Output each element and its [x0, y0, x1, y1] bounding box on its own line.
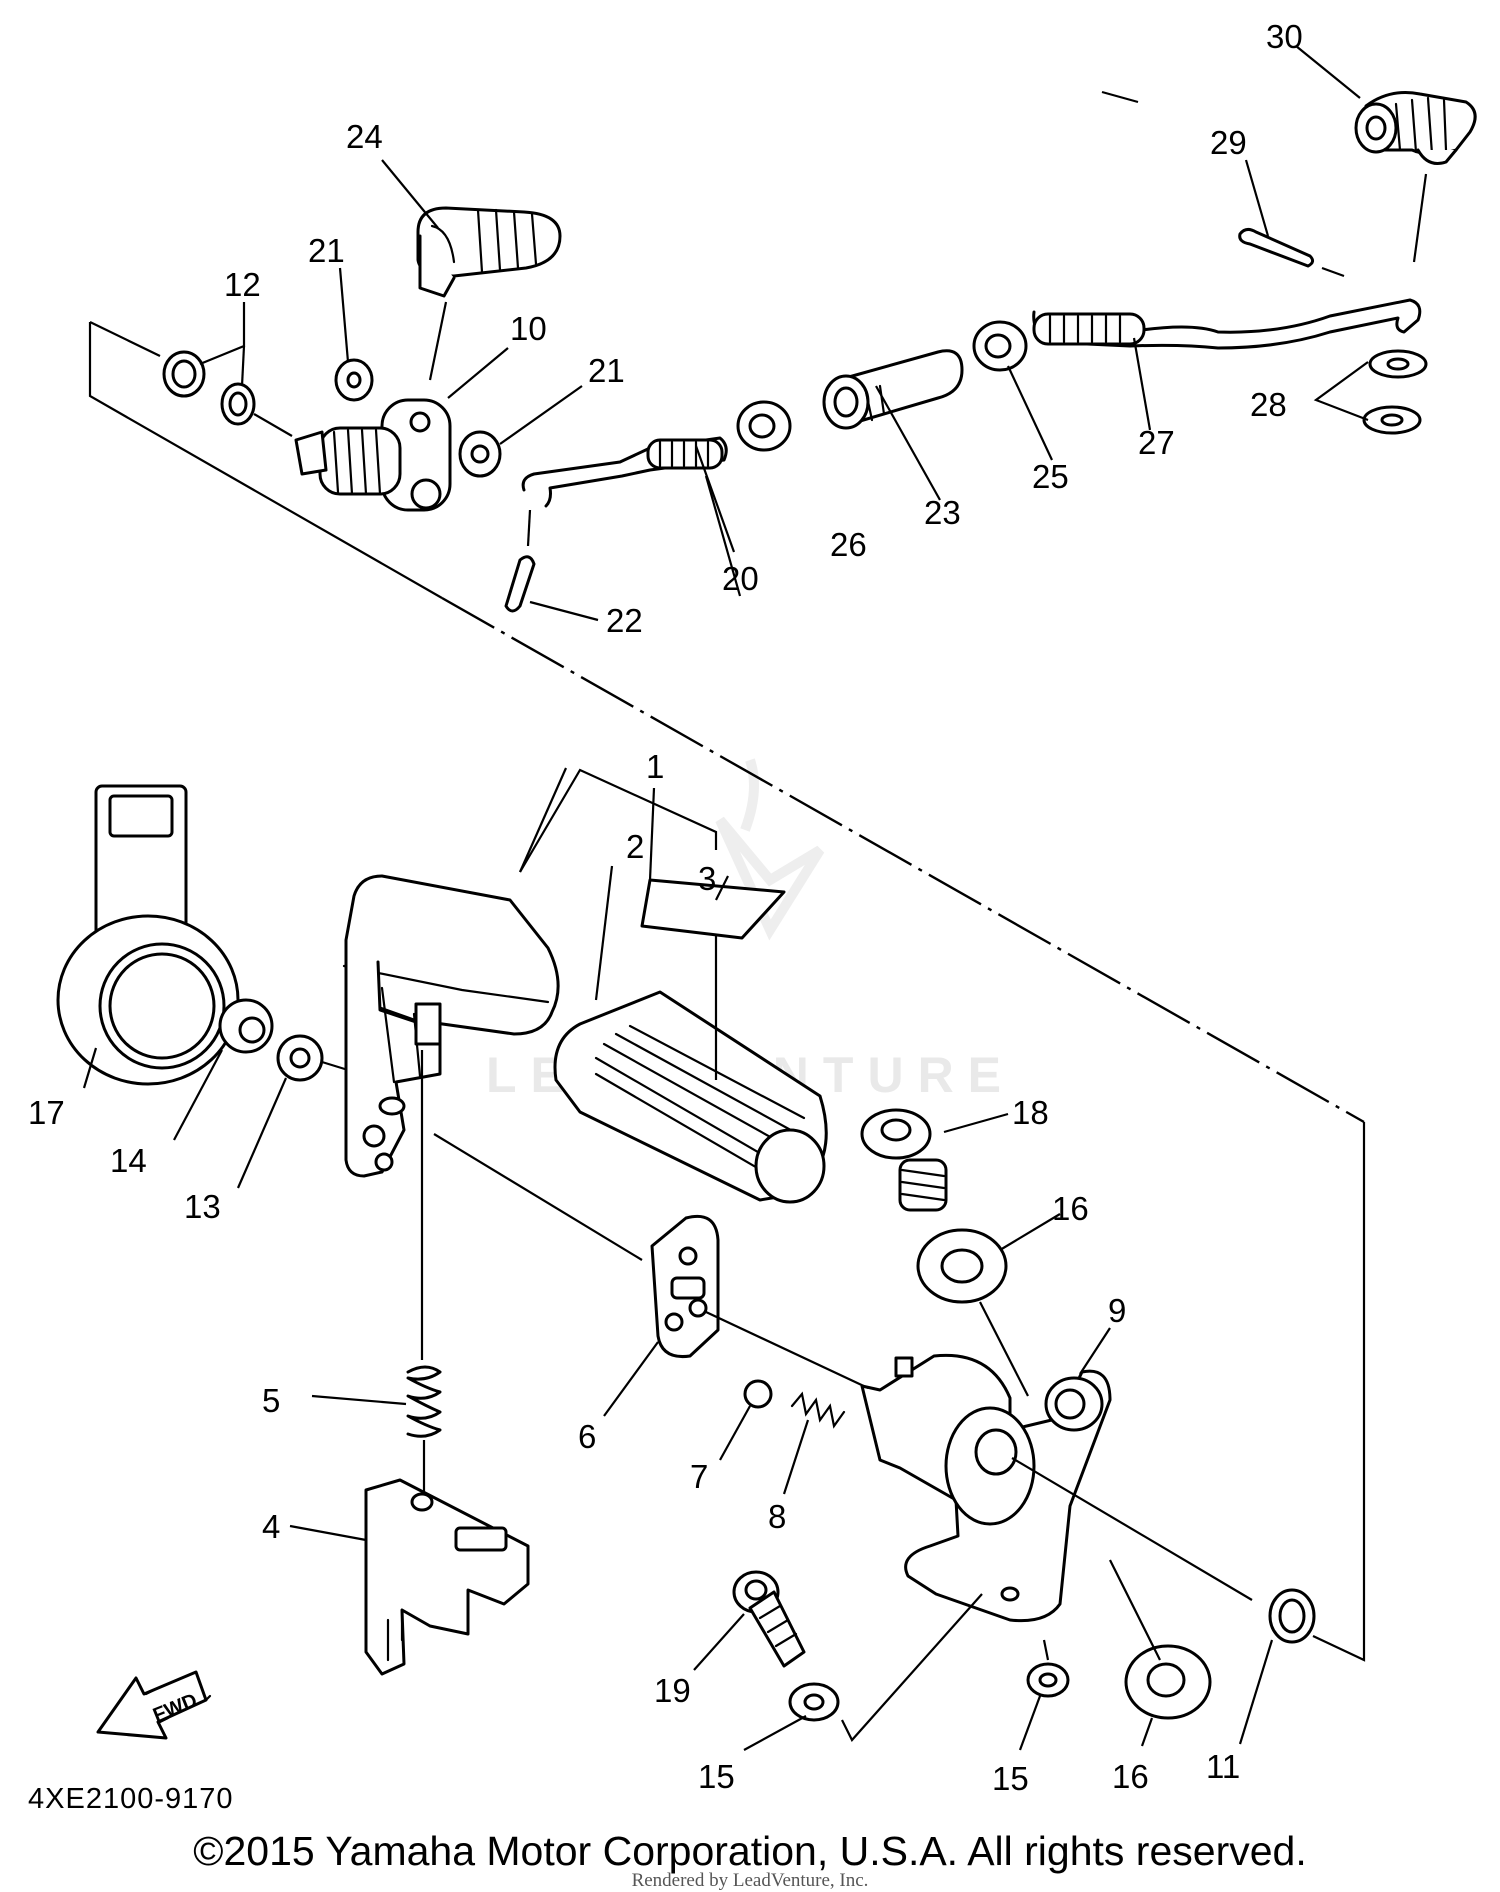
diagram-code: 4XE2100-9170	[28, 1783, 234, 1815]
render-credit: Rendered by LeadVenture, Inc.	[631, 1870, 869, 1891]
part-28-washer	[1362, 405, 1422, 435]
part-24-sleeve	[822, 349, 964, 430]
callout-25: 25	[1032, 458, 1069, 495]
part-7-ball	[743, 1379, 773, 1409]
part-5-spring	[406, 1365, 442, 1438]
callout-24: 23	[924, 494, 961, 531]
part-25-nut	[972, 320, 1028, 372]
callout-16: 16	[1052, 1190, 1089, 1227]
callout-26: 26	[830, 526, 867, 563]
part-1-grip	[342, 874, 560, 1178]
callout-7: 7	[690, 1458, 708, 1495]
part-22-cotter-pin	[504, 555, 536, 613]
callout-27: 27	[1138, 424, 1175, 461]
part-23-boot	[416, 206, 562, 298]
part-21-washer	[458, 430, 502, 478]
callout-8: 8	[768, 1498, 786, 1535]
callout-12: 12	[224, 266, 261, 303]
part-30-boot	[1354, 91, 1477, 165]
part-19-bolt	[732, 1570, 806, 1668]
callout-30: 30	[1266, 18, 1303, 55]
part-15-washer	[1026, 1662, 1070, 1698]
part-27-rod	[1032, 298, 1422, 350]
part-4-slider	[364, 1478, 530, 1676]
part-12-circlip	[220, 382, 256, 426]
callout-4: 4	[262, 1508, 280, 1545]
callout-23: 24	[346, 118, 383, 155]
callout-9: 9	[1108, 1292, 1126, 1329]
callout-29: 29	[1210, 124, 1247, 161]
part-26-nut	[736, 400, 792, 452]
callout-1: 1	[646, 748, 664, 785]
callout-6: 6	[578, 1418, 596, 1455]
part-13-washer	[276, 1034, 324, 1082]
fwd-arrow-icon: FWD	[96, 1670, 212, 1740]
callout-leaders	[82, 45, 1369, 1751]
part-11-circlip	[1268, 1588, 1316, 1644]
callout-20: 20	[722, 560, 759, 597]
callout-3: 3	[698, 860, 716, 897]
callout-11: 11	[1206, 1748, 1240, 1785]
part-6-plate	[650, 1214, 720, 1359]
part-12-circlip	[162, 350, 206, 398]
part-16-washer	[916, 1228, 1008, 1304]
part-17-boot-ring	[56, 784, 240, 1086]
part-20-rod	[521, 436, 728, 508]
callout-19: 19	[654, 1672, 691, 1709]
callout-28: 28	[1250, 386, 1287, 423]
part-21-washer	[334, 358, 374, 402]
part-28-washer	[1368, 349, 1428, 379]
part-14-collar-nut	[218, 998, 274, 1054]
copyright-notice: ©2015 Yamaha Motor Corporation, U.S.A. A…	[193, 1828, 1307, 1874]
part-29-cotter-pin	[1238, 227, 1315, 268]
part-16-washer	[1124, 1644, 1212, 1720]
callout-16: 16	[1112, 1758, 1149, 1795]
callout-21: 21	[308, 232, 345, 269]
callout-14: 14	[110, 1142, 147, 1179]
callout-21: 21	[588, 352, 625, 389]
callout-13: 13	[184, 1188, 221, 1225]
callout-17: 17	[28, 1094, 65, 1131]
callout-5: 5	[262, 1382, 280, 1419]
callout-2: 2	[626, 828, 644, 865]
assembly-frame	[88, 321, 1366, 1662]
part-10-lever	[294, 398, 452, 512]
part-9-bracket	[860, 1353, 1112, 1623]
part-3-label	[640, 878, 786, 940]
part-8-spring	[790, 1391, 846, 1429]
callout-22: 22	[606, 602, 643, 639]
part-18-bolt	[860, 1108, 948, 1212]
part-15-washer	[788, 1682, 840, 1722]
callout-15: 15	[992, 1760, 1029, 1797]
callout-15: 15	[698, 1758, 735, 1795]
part-2-grip-body	[553, 990, 828, 1204]
callout-18: 18	[1012, 1094, 1049, 1131]
callout-10: 10	[510, 310, 547, 347]
